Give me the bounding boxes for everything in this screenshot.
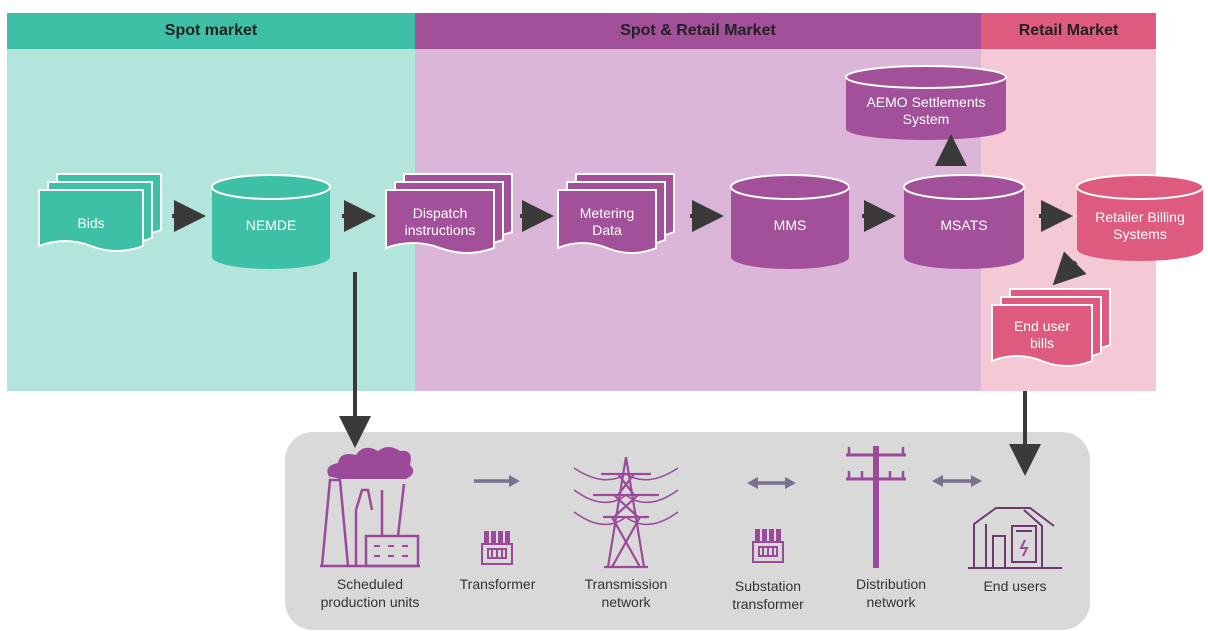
transmission-label-line-2: network (601, 593, 651, 610)
substation-transformer-icon (752, 529, 784, 563)
physical-arrows (474, 475, 982, 489)
distribution-label-line-2: network (866, 593, 916, 610)
factory-icon (320, 447, 420, 568)
production-label-line-1: Scheduled (336, 576, 404, 592)
substation-transformer-label: Substation transformer (712, 578, 824, 613)
transformer-icon (481, 531, 513, 565)
mms-database (730, 174, 850, 269)
production-label-line-2: production units (320, 593, 420, 610)
dispatch-instructions-stack (385, 173, 513, 254)
retailer-billing-database (1076, 174, 1204, 261)
nemde-database (211, 174, 331, 269)
house-icon (968, 507, 1062, 569)
scheduled-production-units-label: Scheduled production units (305, 576, 435, 611)
distribution-pole-icon (846, 446, 906, 568)
transformer-label-line-1: Transformer (459, 576, 536, 592)
spot-market-header: Spot market (7, 13, 415, 49)
spot-retail-market-header: Spot & Retail Market (415, 13, 981, 49)
bids-document-stack (38, 173, 162, 252)
physical-network-panel (285, 432, 1090, 630)
transmission-label-line-1: Transmission (584, 576, 668, 592)
flow-arrows (172, 134, 1087, 476)
distribution-network-label: Distribution network (835, 576, 947, 611)
msats-database (903, 174, 1025, 269)
metering-data-stack (557, 173, 675, 254)
distribution-label-line-1: Distribution (855, 576, 927, 592)
end-users-label: End users (964, 578, 1066, 596)
retail-market-header: Retail Market (981, 13, 1156, 49)
end-user-bills-stack (991, 288, 1111, 367)
aemo-settlements-database (845, 65, 1007, 140)
transmission-network-label: Transmission network (570, 576, 682, 611)
substation-label-line-2: transformer (732, 595, 804, 612)
substation-label-line-1: Substation (734, 578, 802, 594)
transformer-label: Transformer (450, 576, 545, 594)
end-users-label-line-1: End users (983, 578, 1047, 594)
transmission-tower-icon (573, 456, 679, 569)
